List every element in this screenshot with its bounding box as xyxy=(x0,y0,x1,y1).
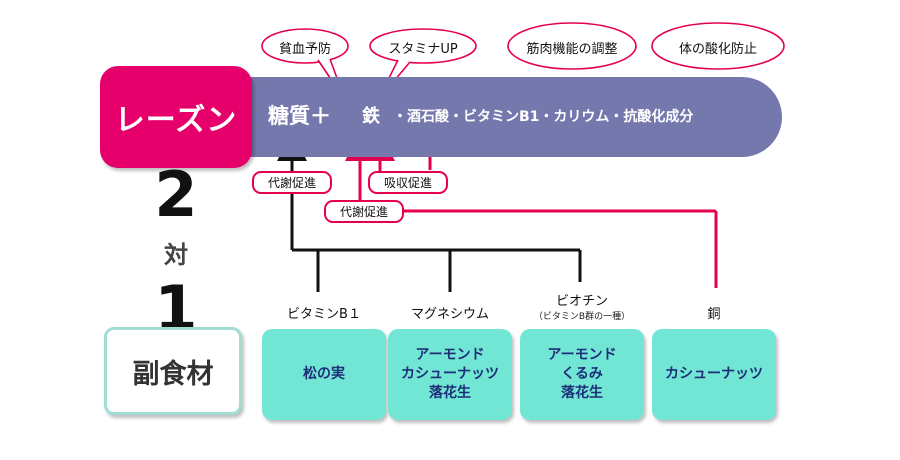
red-connector xyxy=(345,131,718,288)
nutrient-list: ・酒石酸・ビタミンB1・カリウム・抗酸化成分 xyxy=(393,109,694,125)
food-box-pine-nuts: 松の実 xyxy=(262,329,386,420)
raisin-box: レーズン xyxy=(100,66,252,168)
bubble-antioxidant xyxy=(651,22,785,70)
food-item: 落花生 xyxy=(429,385,471,401)
food-item: カシューナッツ xyxy=(665,366,763,382)
label-biotin-note: （ビタミンB群の一種） xyxy=(533,312,631,322)
nutrient-bar xyxy=(160,77,782,157)
tag-metabolism-top: 代謝促進 xyxy=(252,171,332,194)
raisin-label: レーズン xyxy=(114,103,238,138)
label-biotin: ビオチン xyxy=(555,294,608,309)
nutrient-iron: 鉄 xyxy=(362,106,380,127)
bubble-muscle-text: 筋肉機能の調整 xyxy=(526,42,618,57)
tag-metabolism-mid: 代謝促進 xyxy=(324,200,404,223)
bubble-stamina-text: スタミナUP xyxy=(388,42,458,57)
food-box-biotin: アーモンド くるみ 落花生 xyxy=(520,329,644,420)
bubble-muscle xyxy=(507,22,637,70)
ratio-left: 2 xyxy=(154,158,198,231)
food-item: カシューナッツ xyxy=(401,366,499,382)
label-vitamin-b1: ビタミンB１ xyxy=(287,307,361,322)
food-box-copper: カシューナッツ xyxy=(652,329,776,420)
bubble-antioxidant-text: 体の酸化防止 xyxy=(678,42,757,57)
label-copper: 銅 xyxy=(707,307,721,322)
label-magnesium: マグネシウム xyxy=(410,307,489,322)
tag-absorption: 吸収促進 xyxy=(368,171,448,194)
nutrient-sugar: 糖質＋ xyxy=(268,104,331,128)
bubble-anemia-text: 貧血予防 xyxy=(278,42,331,57)
food-item: 松の実 xyxy=(303,366,345,382)
black-connector xyxy=(277,131,582,292)
food-item: くるみ xyxy=(561,366,603,382)
food-item: 落花生 xyxy=(561,385,603,401)
side-food-box: 副食材 xyxy=(104,327,242,415)
side-food-label: 副食材 xyxy=(132,358,214,390)
food-box-magnesium: アーモンド カシューナッツ 落花生 xyxy=(388,329,512,420)
food-item: アーモンド xyxy=(547,347,617,363)
food-item: アーモンド xyxy=(415,347,485,363)
ratio-word: 対 xyxy=(164,241,188,269)
